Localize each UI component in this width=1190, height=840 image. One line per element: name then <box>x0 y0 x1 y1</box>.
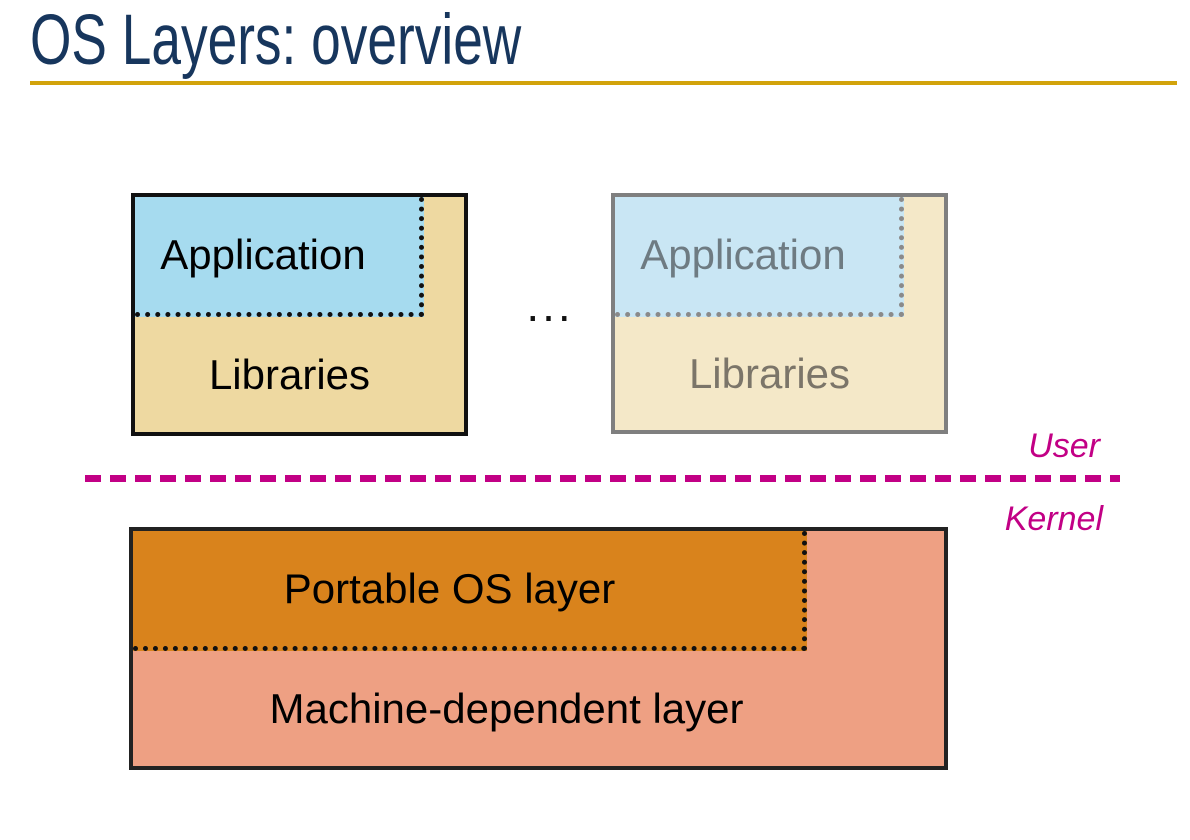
application-region-1: Application <box>135 197 424 317</box>
kernel-mode-label: Kernel <box>1004 500 1103 538</box>
title-underline <box>30 81 1177 85</box>
process-box-1: Application Libraries <box>131 193 468 436</box>
application-region-2: Application <box>615 197 904 317</box>
user-mode-label: User <box>1028 427 1100 465</box>
kernel-box: Portable OS layer Machine-dependent laye… <box>129 527 948 770</box>
application-label-2: Application <box>640 230 846 278</box>
portable-os-label: Portable OS layer <box>283 564 616 612</box>
user-kernel-boundary-line <box>85 475 1120 482</box>
more-processes-ellipsis: ... <box>526 279 574 331</box>
machine-dependent-label: Machine-dependent layer <box>269 684 744 732</box>
process-box-2: Application Libraries <box>611 193 948 434</box>
machine-dependent-region: Machine-dependent layer <box>133 651 944 766</box>
libraries-region-2: Libraries <box>615 317 944 430</box>
libraries-region-1: Libraries <box>135 317 464 432</box>
application-label-1: Application <box>160 230 366 278</box>
page-title: OS Layers: overview <box>30 1 522 80</box>
portable-os-region: Portable OS layer <box>133 531 807 651</box>
libraries-label-1: Libraries <box>208 350 371 398</box>
libraries-label-2: Libraries <box>688 349 851 397</box>
